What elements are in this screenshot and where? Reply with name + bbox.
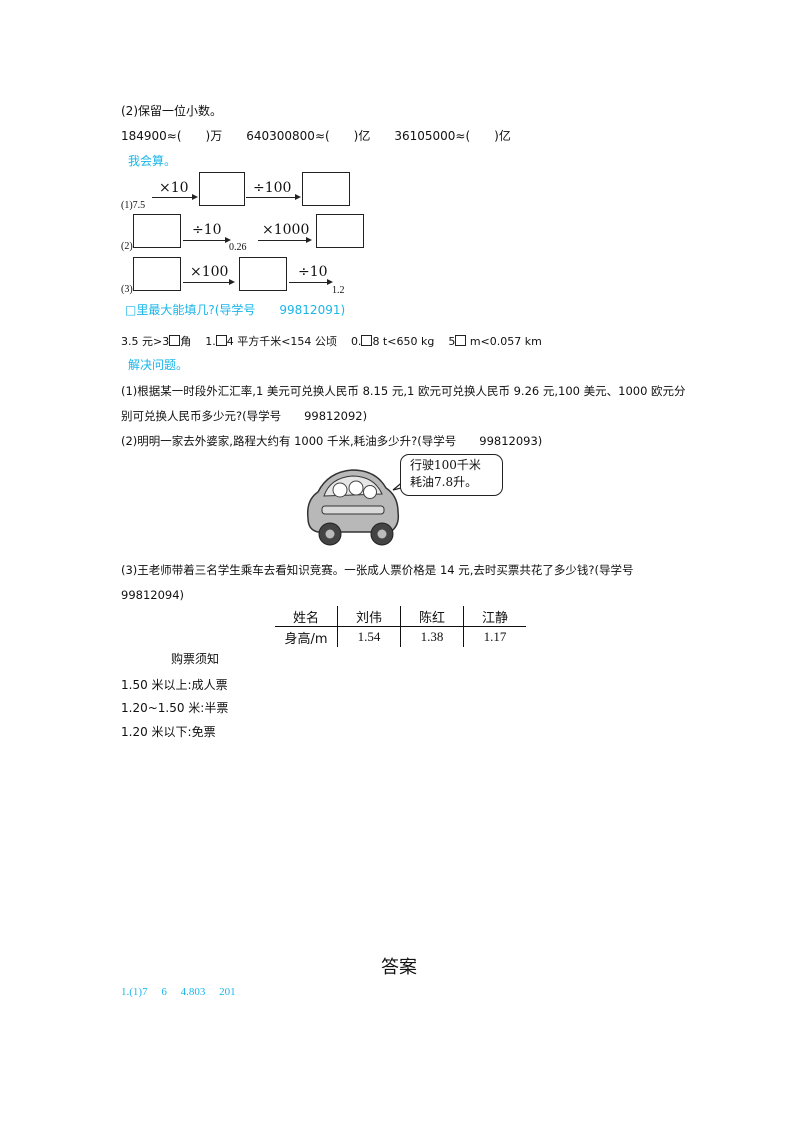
calc-row1-op1: ×10 (159, 180, 189, 196)
calc-row2-arrow2 (258, 237, 312, 243)
calc-row3-op2: ÷10 (298, 264, 328, 280)
calc-row2-box1[interactable] (133, 214, 181, 248)
ticket-notice-title: 购票须知 (171, 652, 220, 666)
calc-row2-mid-value: 0.26 (229, 242, 247, 253)
height-table: 姓名 刘伟 陈红 江静 身高/m 1.54 1.38 1.17 (275, 606, 526, 647)
fill-item1-text-a: 3.5 元>3 (121, 335, 170, 348)
fill-item3-square[interactable] (361, 335, 373, 346)
calc-row2-box2[interactable] (316, 214, 364, 248)
fill-item2-text-b: 4 平方千米<154 公顷 (226, 335, 337, 348)
calc-row3-box1[interactable] (133, 257, 181, 291)
calc-row2-label: (2) (121, 241, 133, 252)
table-row-label: 身高/m (284, 631, 328, 647)
family-car-illustration (306, 469, 400, 546)
section-calc-heading: 我会算。 (128, 154, 177, 168)
calc-row2-op1: ÷10 (192, 222, 222, 238)
table-header-jiangjing: 江静 (463, 606, 526, 627)
fill-item4-text-b: m<0.057 km (469, 335, 542, 348)
calc-row3-arrow2 (289, 279, 333, 285)
solve-q2-text: (2)明明一家去外婆家,路程大约有 1000 千米,耗油多少升?(导学号 998… (121, 434, 543, 448)
calc-row3-box2[interactable] (239, 257, 287, 291)
fill-item1-text-b: 角 (180, 335, 192, 348)
calc-row1-arrow1 (152, 194, 198, 200)
answers-line: 1.(1)7 6 4.803 201 (121, 986, 236, 998)
table-header-name: 姓名 (275, 606, 338, 627)
ticket-rule-half: 1.20~1.50 米:半票 (121, 701, 229, 715)
calc-row3-label: (3) (121, 284, 133, 295)
calc-row2-op2: ×1000 (262, 222, 310, 238)
question-round-line: 184900≈( )万 640300800≈( )亿 36105000≈( )亿 (121, 129, 511, 143)
table-header-chenhong: 陈红 (400, 606, 464, 627)
calc-row1-op2: ÷100 (253, 180, 292, 196)
ticket-rule-free: 1.20 米以下:免票 (121, 725, 216, 739)
section-solve-heading: 解决问题。 (128, 358, 189, 372)
table-cell-liuwei: 1.54 (337, 626, 401, 647)
bubble-line1: 行驶100千米 (410, 458, 481, 472)
calc-row1-box2[interactable] (302, 172, 350, 206)
solve-q3-line1: (3)王老师带着三名学生乘车去看知识竞赛。一张成人票价格是 14 元,去时买票共… (121, 563, 634, 577)
fill-item2-square[interactable] (215, 335, 227, 346)
fill-item2-text-a: 1. (205, 335, 216, 348)
section-fill-heading: □里最大能填几?(导学号 99812091) (125, 303, 346, 317)
solve-q3-line2: 99812094) (121, 588, 185, 602)
calc-row1-box1[interactable] (199, 172, 245, 206)
fill-item4-text-a: 5 (448, 335, 456, 348)
calc-row3-op1: ×100 (190, 264, 229, 280)
table-header-liuwei: 刘伟 (337, 606, 401, 627)
fill-item3-text-b: 8 t<650 kg (372, 335, 435, 348)
solve-q1-line1: (1)根据某一时段外汇汇率,1 美元可兑换人民币 8.15 元,1 欧元可兑换人… (121, 384, 686, 398)
table-cell-jiangjing: 1.17 (463, 626, 526, 647)
speech-bubble: 行驶100千米 耗油7.8升。 (400, 454, 503, 496)
fill-item3-text-a: 0. (350, 335, 362, 348)
ticket-rule-adult: 1.50 米以上:成人票 (121, 678, 228, 692)
calc-row3-end-value: 1.2 (332, 285, 345, 296)
fill-item4-square[interactable] (455, 335, 467, 346)
table-cell-chenhong: 1.38 (400, 626, 464, 647)
calc-row2-arrow1 (183, 237, 231, 243)
bubble-line2: 耗油7.8升。 (410, 475, 478, 489)
fill-item1-square[interactable] (169, 335, 181, 346)
question-round-heading: (2)保留一位小数。 (121, 104, 222, 118)
calc-row1-arrow2 (246, 194, 301, 200)
calc-row3-arrow1 (183, 279, 235, 285)
calc-row1-label: (1)7.5 (121, 200, 146, 211)
solve-q1-line2: 别可兑换人民币多少元?(导学号 99812092) (121, 409, 368, 423)
answers-title: 答案 (381, 957, 417, 978)
